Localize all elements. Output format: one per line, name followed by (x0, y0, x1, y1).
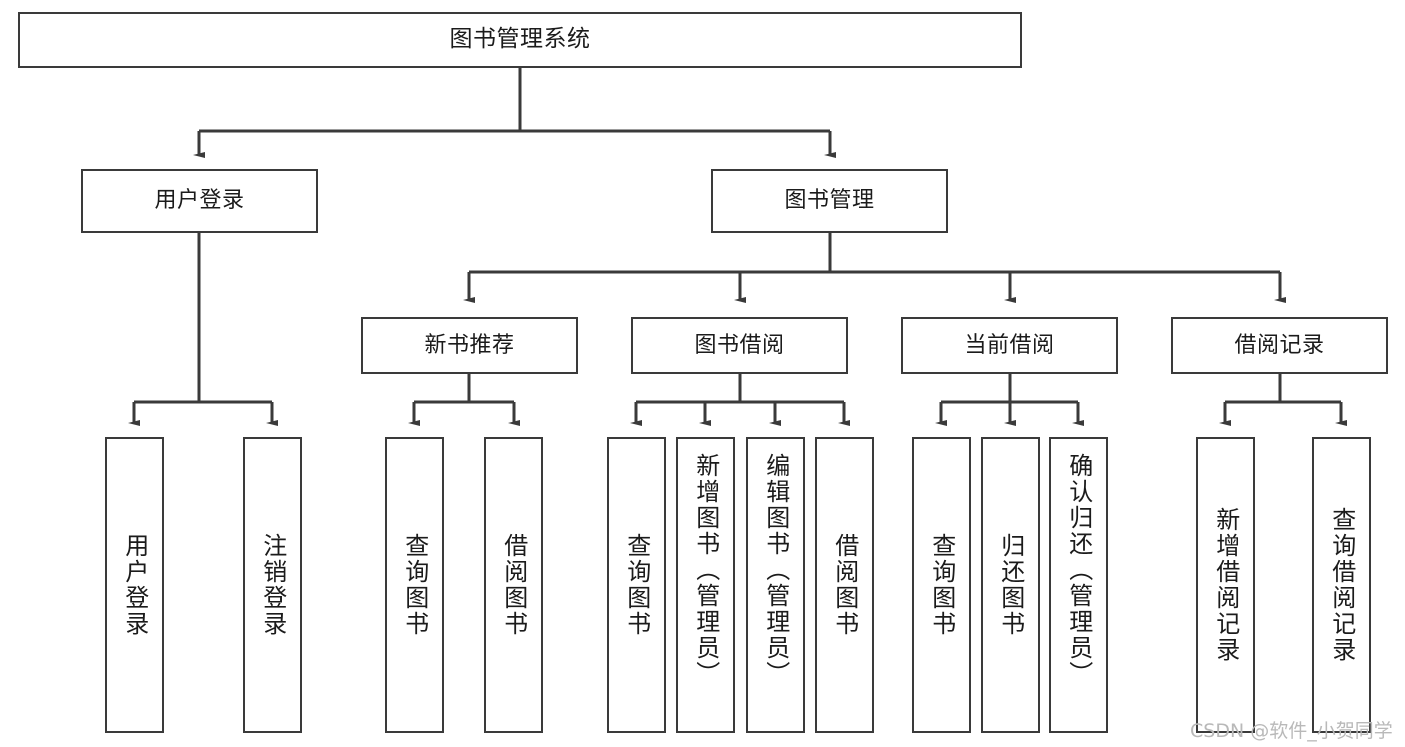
leaf-edit-book-admin[interactable]: 编辑图书（管理员） (746, 437, 805, 733)
leaf-logout[interactable]: 注销登录 (243, 437, 302, 733)
leaf-query-book-current[interactable]: 查询图书 (912, 437, 971, 733)
node-label: 借阅图书 (830, 533, 859, 637)
leaf-add-book-admin[interactable]: 新增图书（管理员） (676, 437, 735, 733)
node-label: 查询图书 (400, 533, 429, 637)
leaf-borrow-book-recommend[interactable]: 借阅图书 (484, 437, 543, 733)
node-book-management[interactable]: 图书管理 (711, 169, 948, 233)
node-label: 归还图书 (996, 533, 1025, 637)
node-label: 借阅记录 (1234, 332, 1325, 358)
node-label: 查询图书 (927, 533, 956, 637)
node-borrow-record[interactable]: 借阅记录 (1171, 317, 1388, 374)
leaf-query-book-recommend[interactable]: 查询图书 (385, 437, 444, 733)
node-label: 图书管理 (784, 188, 875, 214)
node-label: 查询图书 (622, 533, 651, 637)
leaf-confirm-return-admin[interactable]: 确认归还（管理员） (1049, 437, 1108, 733)
leaf-borrow-book[interactable]: 借阅图书 (815, 437, 874, 733)
node-current-borrow[interactable]: 当前借阅 (901, 317, 1118, 374)
leaf-query-book-borrow[interactable]: 查询图书 (607, 437, 666, 733)
node-root-system[interactable]: 图书管理系统 (18, 12, 1022, 68)
node-book-borrow[interactable]: 图书借阅 (631, 317, 848, 374)
node-label: 编辑图书（管理员） (761, 453, 790, 687)
node-user-login[interactable]: 用户登录 (81, 169, 318, 233)
node-label: 借阅图书 (499, 533, 528, 637)
node-label: 图书借阅 (694, 332, 785, 358)
node-label: 用户登录 (154, 188, 245, 214)
node-label: 当前借阅 (964, 332, 1055, 358)
leaf-return-book[interactable]: 归还图书 (981, 437, 1040, 733)
node-label: 新增借阅记录 (1211, 507, 1240, 663)
node-label: 用户登录 (120, 533, 149, 637)
node-label: 查询借阅记录 (1327, 507, 1356, 663)
node-label: 确认归还（管理员） (1064, 453, 1093, 687)
leaf-user-login[interactable]: 用户登录 (105, 437, 164, 733)
node-new-book-recommend[interactable]: 新书推荐 (361, 317, 578, 374)
leaf-query-borrow-record[interactable]: 查询借阅记录 (1312, 437, 1371, 733)
leaf-add-borrow-record[interactable]: 新增借阅记录 (1196, 437, 1255, 733)
node-label: 新书推荐 (424, 332, 515, 358)
csdn-watermark: CSDN @软件_小贺同学 (1190, 720, 1393, 742)
node-label: 新增图书（管理员） (691, 453, 720, 687)
node-label: 图书管理系统 (449, 26, 591, 53)
node-label: 注销登录 (258, 533, 287, 637)
